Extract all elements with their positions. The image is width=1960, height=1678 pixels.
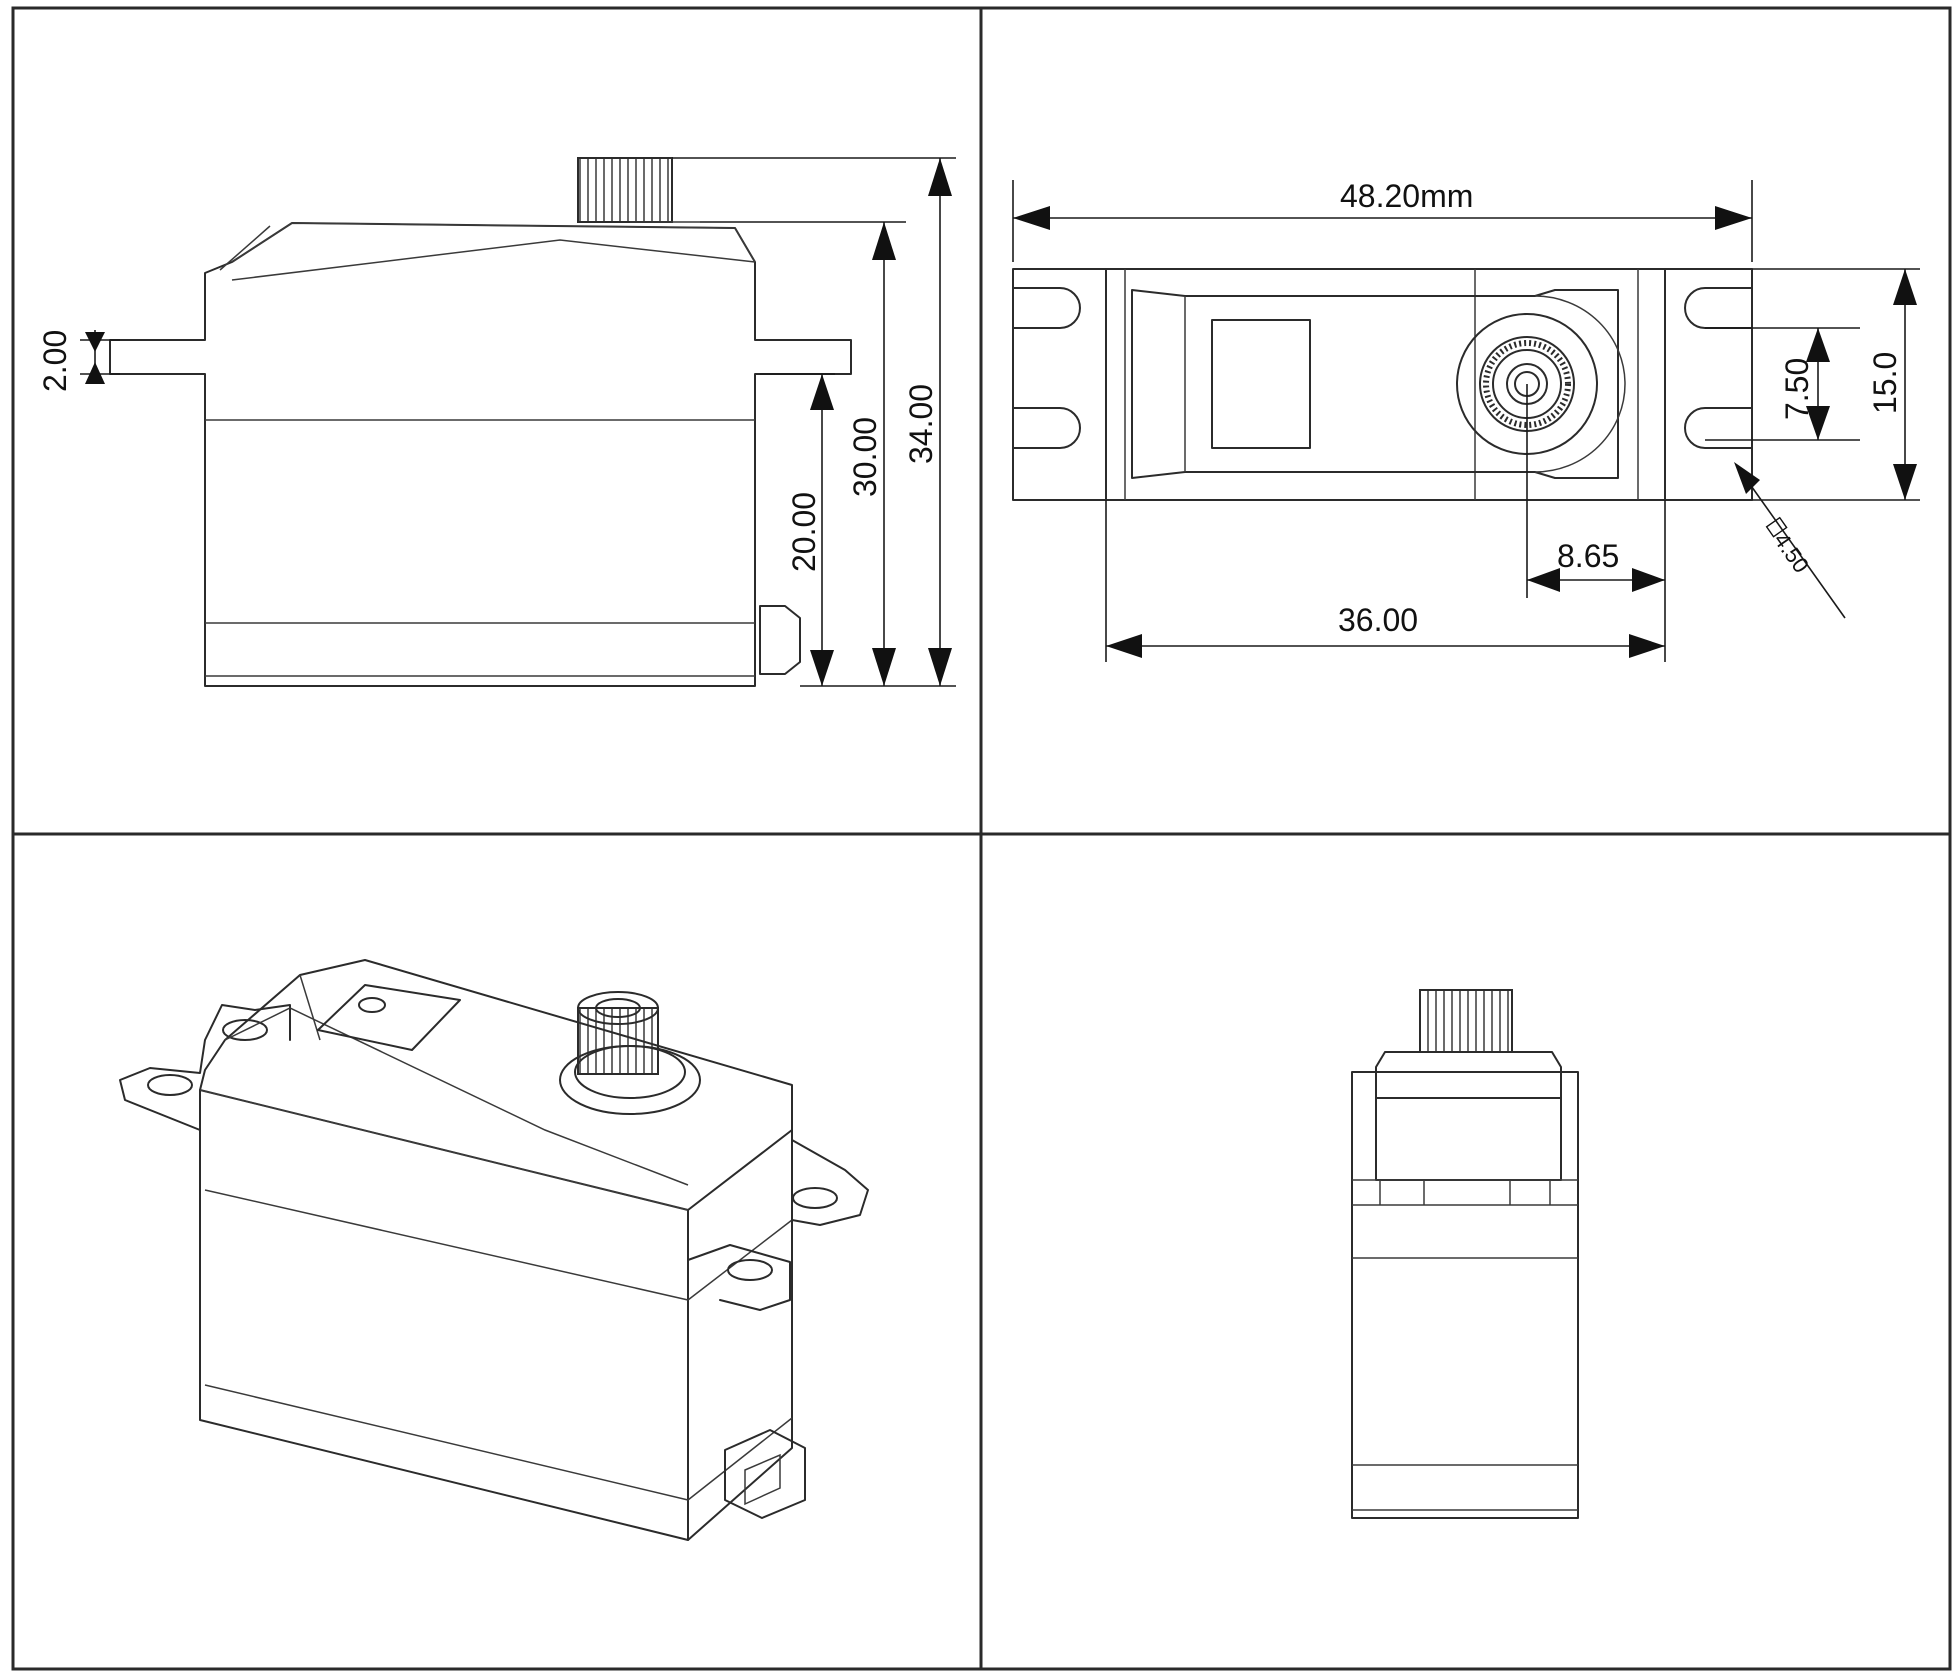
dim-body-length: 36.00 (1105, 500, 1666, 662)
dim-label-overall-length: 48.20mm (1340, 178, 1473, 214)
dim-label-ear-height: 20.00 (786, 492, 822, 572)
sheet-frame (11, 6, 1952, 1671)
dim-ear-thickness: 2.00 (37, 330, 120, 392)
dim-ear-height: 20.00 (760, 373, 835, 686)
dim-shaft-offset: 8.65 (1526, 384, 1666, 598)
dim-label-hole-spacing: 7.50 (1779, 358, 1815, 420)
dim-label-ear-thickness: 2.00 (37, 330, 73, 392)
top-view: 48.20mm 15.0 7.50 4.50 (1012, 178, 1920, 662)
dim-overall-length: 48.20mm (1012, 178, 1753, 262)
dim-total-height: 34.00 (672, 157, 956, 687)
isometric-view (119, 959, 869, 1541)
dim-hole-spacing: 7.50 (1705, 327, 1860, 441)
side-view: 2.00 20.00 30.00 34.00 (37, 157, 956, 687)
dim-label-shaft-offset: 8.65 (1557, 538, 1619, 574)
end-view-spline (1419, 989, 1513, 1053)
dim-width: 15.0 (1752, 268, 1920, 501)
end-view (1351, 989, 1579, 1519)
top-view-body (1012, 268, 1753, 501)
dim-body-height: 30.00 (700, 221, 906, 686)
dim-label-width: 15.0 (1867, 352, 1903, 414)
output-spline (577, 157, 673, 223)
dim-label-body-height: 30.00 (847, 417, 883, 497)
dim-label-total-height: 34.00 (903, 384, 939, 464)
dim-label-body-length: 36.00 (1338, 602, 1418, 638)
